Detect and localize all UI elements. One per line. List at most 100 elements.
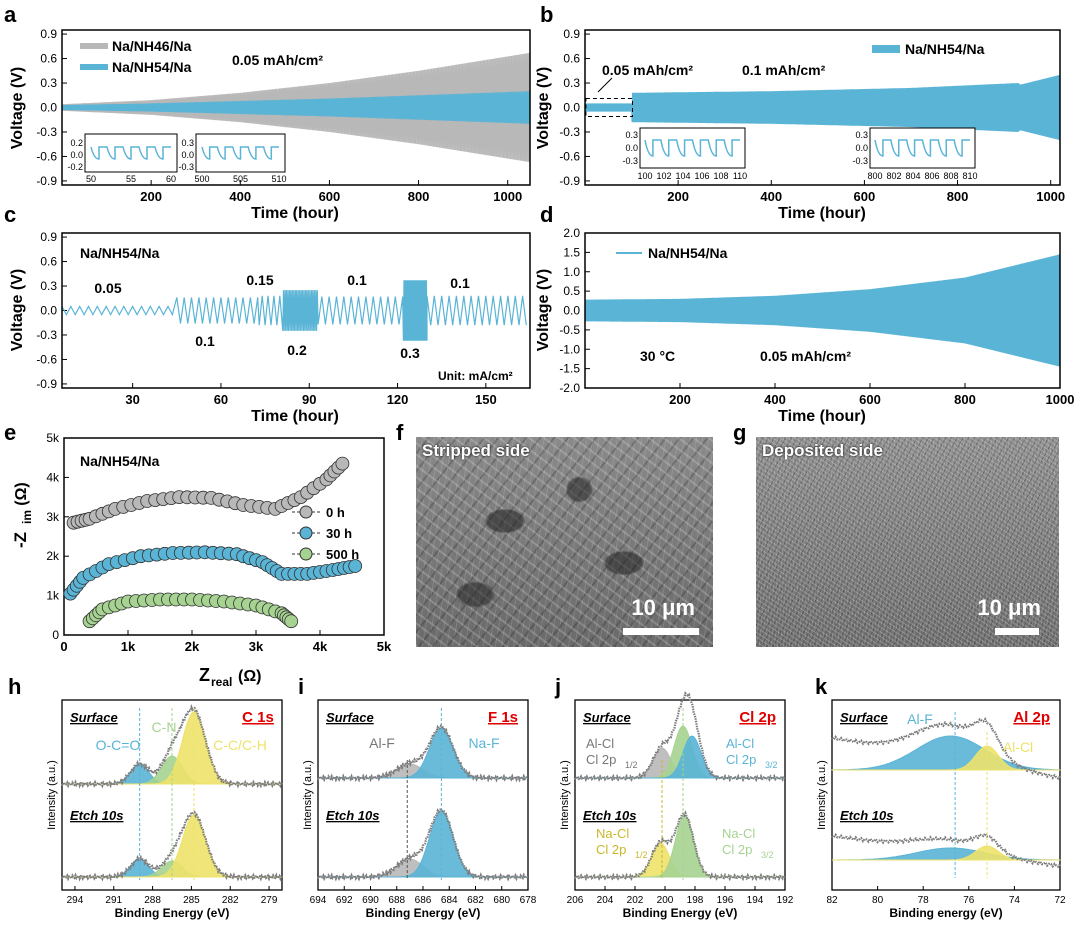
unit-note: Unit: mA/cm² [438,369,513,383]
x-tick-label: 600 [854,189,876,204]
zoom-box [585,98,634,117]
peak-label: C-N [152,719,177,735]
peak-label-sub: 3/2 [761,850,774,860]
x-tick-label: 282 [222,895,239,906]
inset-y-label: 0.3 [855,130,868,140]
inset-y-label: 0.0 [625,143,638,153]
y-axis-title-sub: im [20,510,34,524]
y-tick-label: 0.0 [40,304,57,318]
inset-y-label: 0.0 [70,150,83,160]
plot-frame [61,699,283,891]
y-tick-label: 1.5 [563,245,580,259]
x-tick-label: 196 [717,895,734,906]
segment-label: 0.1 [347,272,367,288]
inset-x-label: 110 [733,171,747,181]
panel-letter-b: b [540,2,553,27]
y-tick-label: -0.3 [36,125,57,139]
annotation: 0.05 mAh/cm² [232,52,323,68]
y-tick-label: 0.6 [40,255,57,269]
x-tick-label: 200 [669,392,691,407]
x-tick-label: 2k [185,639,200,654]
peak-label: Al-F [369,735,395,751]
y-tick-label: -1.5 [559,362,580,376]
peak-label: Cl 2p [722,842,752,857]
x-tick-label: 206 [567,895,584,906]
inset-y-label: 0.2 [70,138,83,148]
x-tick-label: 686 [415,895,432,906]
x-tick-label: 30 [125,392,139,407]
sem-image-stripped: Stripped side 10 μm [416,437,713,647]
legend-label: 0 h [326,505,345,520]
y-tick-label: -0.9 [36,377,57,391]
panel-letter-d: d [540,202,553,227]
x-tick-label: 80 [872,895,884,906]
panel-letter-g: g [733,420,746,445]
peak-label-sub: 1/2 [635,850,648,860]
inset-x-label: 60 [166,174,176,184]
x-tick-label: 60 [214,392,228,407]
x-tick-label: 204 [597,895,614,906]
peak-blue [832,847,1061,861]
x-tick-label: 800 [408,189,430,204]
panel-letter-j: j [554,674,561,699]
x-tick-label: 200 [140,189,162,204]
sem-caption-deposited: Deposited side [762,441,883,460]
inset-x-label: 802 [886,171,901,181]
y-axis-title: Intensity (a.u.) [559,760,571,830]
y-tick-label: 4k [46,470,60,484]
x-tick-label: 291 [105,895,122,906]
legend-marker [299,547,313,561]
y-tick-label: 0.0 [563,101,580,115]
annotation: 30 °C [640,348,675,364]
y-tick-label: 0 [52,628,59,642]
x-tick-label: 680 [493,895,510,906]
inset-x-label: 808 [943,171,958,181]
segment-label: 0.05 [94,280,121,296]
inset-x-label: 804 [905,171,920,181]
y-tick-label: 1k [46,589,60,603]
row-label: Surface [70,710,118,725]
row-label: Etch 10s [583,808,636,823]
legend-label: 30 h [326,526,352,541]
y-tick-label: 0.0 [563,304,580,318]
annotation-arrow [597,77,613,93]
plot-frame [61,29,531,186]
y-tick-label: 0.3 [40,76,57,90]
y-tick-label: 0.3 [563,76,580,90]
plot-frame [61,232,531,389]
y-tick-label: -0.3 [36,328,57,342]
inset-y-label: -0.3 [622,156,638,166]
inset-y-label: -0.3 [178,162,194,172]
peak-label: Al-Cl [726,736,754,751]
panel-letter-a: a [4,2,17,27]
y-tick-label: -1.0 [559,342,580,356]
legend-label: Na/NH46/Na [112,38,192,54]
x-tick-label: 1k [121,639,136,654]
peak-yellow [832,745,1060,771]
scale-bar [995,628,1039,635]
x-tick-label: 800 [947,189,969,204]
peak-label: Al-F [907,711,933,727]
y-tick-label: 0.6 [40,52,57,66]
envelope-trace [831,717,1061,780]
y-axis-title: Voltage (V) [535,67,552,149]
x-axis-title: Binding Energy (eV) [623,906,738,920]
x-tick-label: 400 [760,189,782,204]
scale-bar [623,628,699,635]
y-tick-label: -0.6 [36,149,57,163]
inset-x-label: 102 [656,171,671,181]
inset-x-label: 55 [126,174,136,184]
inset-y-label: 0.0 [181,150,194,160]
plot-frame [584,232,1061,389]
panel-letter-c: c [4,202,16,227]
y-tick-label: -0.6 [559,149,580,163]
inset-y-label: 0.0 [855,143,868,153]
element-label: F 1s [488,709,518,726]
x-axis-title: Time (hour) [251,408,339,425]
legend-label: Na/NH54/Na [648,245,728,261]
peak-label: Na-Cl [722,826,755,841]
peak-label: Al-Cl [1003,739,1033,755]
y-tick-label: -0.6 [36,352,57,366]
row-label: Etch 10s [70,808,123,823]
y-axis-title: Intensity (a.u.) [302,760,314,830]
